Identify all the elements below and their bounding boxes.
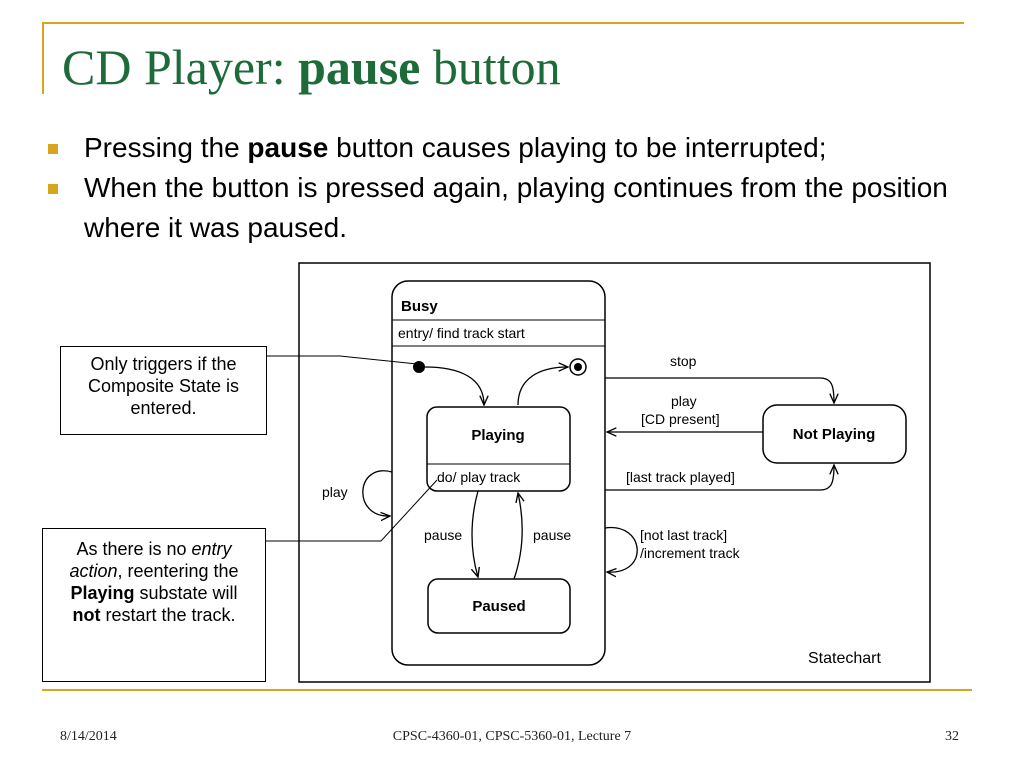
footer-course: CPSC-4360-01, CPSC-5360-01, Lecture 7 [392, 729, 632, 744]
paused-label: Paused [472, 598, 525, 615]
callout-leader-composite [266, 355, 418, 365]
last-track-guard: [last track played] [626, 469, 735, 485]
busy-entry-action: entry/ find track start [398, 325, 525, 341]
transition-next-track-self [604, 527, 638, 573]
play-self-label: play [322, 484, 348, 500]
cd-present-guard: [CD present] [641, 411, 720, 427]
playing-state: Playing do/ play track [426, 406, 571, 492]
final-state-icon [569, 358, 587, 376]
transition-initial-to-playing [424, 366, 484, 405]
title-accent-horizontal [42, 22, 964, 24]
bullet-list: Pressing the pause button causes playing… [48, 128, 1018, 248]
callout-composite-trigger: Only triggers if the Composite State is … [60, 346, 267, 435]
title-accent-vertical [42, 22, 44, 94]
paused-state: Paused [427, 578, 571, 634]
footer-page-number: 32 [945, 729, 959, 744]
square-bullet-icon [48, 184, 58, 194]
increment-track-action: /increment track [640, 545, 741, 561]
footer-divider [42, 689, 972, 691]
slide-title: CD Player: pause button [62, 39, 561, 95]
busy-label: Busy [401, 298, 438, 315]
transition-paused-to-playing [513, 493, 522, 580]
not-playing-state: Not Playing [762, 404, 907, 464]
transition-last-track-played [605, 465, 834, 491]
stop-label: stop [670, 353, 697, 369]
transition-playing-to-paused [472, 490, 478, 577]
transition-play-self [362, 470, 393, 516]
callout-leader-reenter [266, 479, 438, 542]
playing-label: Playing [471, 427, 524, 444]
play-label: play [671, 393, 697, 409]
transition-playing-to-final [517, 367, 568, 406]
initial-state-dot [413, 361, 425, 373]
pause-up-label: pause [533, 527, 571, 543]
pause-down-label: pause [424, 527, 462, 543]
transition-stop [605, 377, 834, 403]
not-playing-label: Not Playing [793, 426, 876, 443]
callout-reenter-note: As there is no entry action, reentering … [42, 528, 266, 682]
not-last-track-guard: [not last track] [640, 527, 727, 543]
footer-date: 8/14/2014 [60, 729, 117, 744]
playing-do-activity: do/ play track [437, 469, 521, 485]
statechart-caption: Statechart [808, 650, 881, 667]
bullet-item: When the button is pressed again, playin… [48, 168, 1018, 248]
square-bullet-icon [48, 144, 58, 154]
bullet-item: Pressing the pause button causes playing… [48, 128, 1018, 168]
